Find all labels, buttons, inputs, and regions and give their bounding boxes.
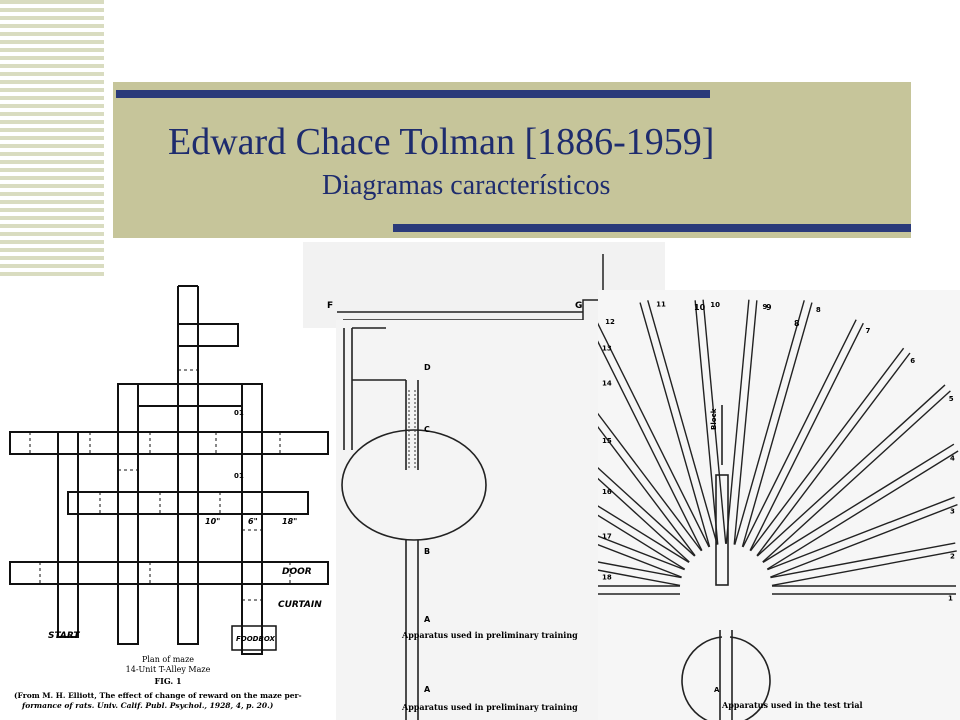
radial-arm-15 <box>598 505 690 563</box>
door-label: DOOR <box>282 567 312 577</box>
radial-arm-15 <box>598 514 686 570</box>
letter-a-test: A <box>714 686 720 694</box>
training-apparatus-figure: D C B A Apparatus used in preliminary tr… <box>336 320 598 720</box>
radial-arm-7 <box>742 319 857 548</box>
arm-number-13: 13 <box>602 345 612 353</box>
radial-arm-2 <box>771 550 957 587</box>
radial-arm-4 <box>762 443 955 563</box>
citation-line-2: formance of rats. Univ. Calif. Publ. Psy… <box>21 701 274 710</box>
arm-number-5: 5 <box>949 395 954 403</box>
arm-number-4: 4 <box>950 455 955 463</box>
radial-arm-14 <box>598 466 696 557</box>
arm-number-16: 16 <box>602 488 612 496</box>
radial-arm-16 <box>598 535 685 571</box>
start-label: START <box>48 631 80 641</box>
radial-arm-7 <box>749 322 864 551</box>
title-band <box>113 82 911 238</box>
radial-arm-4 <box>766 450 959 570</box>
arm-number-6: 6 <box>910 357 915 365</box>
arm-number-18: 18 <box>602 574 612 582</box>
title-rule-bottom <box>393 224 911 232</box>
dim-label-3: 18" <box>282 517 297 526</box>
page-subtitle: Diagramas característicos <box>322 170 611 201</box>
radial-arm-5 <box>756 384 946 557</box>
radial-arm-3 <box>767 496 955 571</box>
radial-arm-9 <box>725 299 750 544</box>
arm-number-12: 12 <box>605 318 615 326</box>
curtain-label: CURTAIN <box>278 600 322 610</box>
figure-label: FIG. 1 <box>154 676 181 686</box>
arm-number-15: 15 <box>602 437 612 445</box>
arm-number-1: 1 <box>948 594 953 602</box>
radial-arm-10 <box>702 299 727 544</box>
letter-g: G <box>575 301 582 311</box>
plan-title: Plan of maze <box>142 655 194 664</box>
arm-number-8: 8 <box>816 306 821 314</box>
arm-number-10: 10 <box>710 301 720 309</box>
top-number-9: 9 <box>766 303 772 312</box>
arm-number-11: 11 <box>656 300 666 308</box>
letter-a-upper: A <box>424 615 431 624</box>
radial-arm-12 <box>598 322 710 548</box>
top-number-10: 10 <box>694 303 706 312</box>
title-rule-top <box>116 90 710 98</box>
side-dim-2: 01 <box>234 472 244 480</box>
radial-arm-14 <box>598 477 690 563</box>
letter-c: C <box>424 425 430 434</box>
maze-figure: 10" 6" 18" 01 01 DOOR CURTAIN FOODBOX ST… <box>0 280 345 720</box>
letter-d: D <box>424 363 431 372</box>
training-apparatus-diagram: D C B A Apparatus used in preliminary tr… <box>341 327 578 720</box>
arm-number-14: 14 <box>602 380 612 388</box>
letter-a-lower: A <box>424 685 431 694</box>
radial-arm-16 <box>598 543 682 578</box>
arm-number-17: 17 <box>602 532 612 540</box>
decorative-stripes <box>0 0 104 278</box>
radial-arm-13 <box>598 412 703 552</box>
citation-line-1: (From M. H. Elliott, The effect of chang… <box>14 691 302 700</box>
radial-arm-12 <box>598 340 703 551</box>
plan-subtitle: 14-Unit T-Alley Maze <box>126 665 211 674</box>
arm-number-2: 2 <box>950 553 955 561</box>
test-caption: Apparatus used in the test trial <box>721 700 863 710</box>
radial-arm-11 <box>647 300 718 545</box>
maze-plan-diagram: 10" 6" 18" 01 01 DOOR CURTAIN FOODBOX ST… <box>9 285 329 710</box>
radial-arm-6 <box>749 347 905 552</box>
radial-arm-3 <box>770 503 958 578</box>
arm-number-9: 9 <box>762 303 767 311</box>
radial-arm-8 <box>741 302 813 548</box>
dim-label-2: 6" <box>248 517 258 526</box>
block-label: Block <box>710 408 718 430</box>
radial-arm-5 <box>762 390 951 563</box>
radial-arm-8 <box>734 300 805 545</box>
radial-arm-11 <box>639 302 711 548</box>
radial-arm-10 <box>694 300 719 545</box>
side-dim-1: 01 <box>234 409 244 417</box>
letter-b: B <box>424 547 430 556</box>
radial-arm-17 <box>598 569 681 587</box>
training-caption-2: Apparatus used in preliminary training <box>401 702 578 712</box>
radial-arm-6 <box>756 352 911 557</box>
letter-f: F <box>327 301 333 311</box>
radial-arm-2 <box>770 542 956 579</box>
foodbox-label: FOODBOX <box>236 635 276 643</box>
radial-arm-17 <box>598 561 682 579</box>
page-title: Edward Chace Tolman [1886-1959] <box>168 121 715 163</box>
radial-arm-13 <box>598 425 696 557</box>
top-number-8: 8 <box>794 319 800 328</box>
dim-label-1: 10" <box>205 517 220 526</box>
arm-number-7: 7 <box>865 327 870 335</box>
training-caption-1: Apparatus used in preliminary training <box>401 630 578 640</box>
radial-arm-9 <box>733 300 758 545</box>
arm-number-3: 3 <box>950 507 955 515</box>
